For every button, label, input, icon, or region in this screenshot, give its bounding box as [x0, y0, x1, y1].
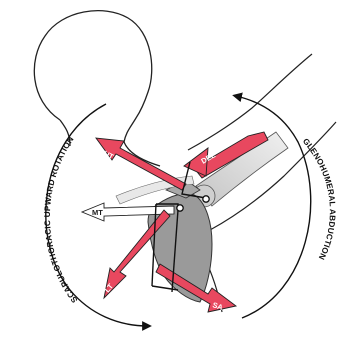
glenohumeral-abduction-label: GLENOHUMERAL ABDUCTION — [301, 137, 337, 261]
scapula-pivot-point — [177, 205, 183, 211]
head-outline — [34, 11, 160, 166]
glenohumeral-pivot-point — [203, 196, 209, 202]
mt-label: MT — [92, 208, 103, 217]
upper-trapezius-arrow: UT — [96, 138, 186, 190]
scapulothoracic-rotation-label: SCAPULOTHORACIC UPWARD ROTATION — [43, 135, 80, 304]
